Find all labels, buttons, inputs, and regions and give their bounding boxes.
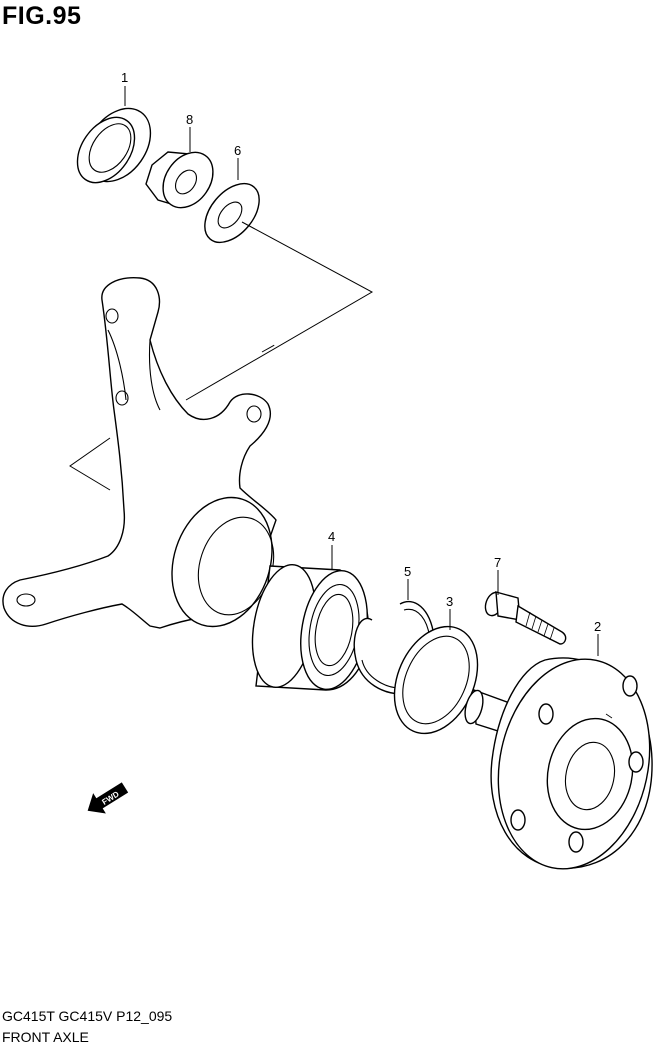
group-name: FRONT AXLE <box>2 1029 89 1045</box>
steering-knuckle[interactable] <box>2 277 288 640</box>
forward-arrow-icon: FWD <box>87 782 129 814</box>
callout-7: 7 <box>494 555 501 570</box>
callout-4: 4 <box>328 529 335 544</box>
callout-3: 3 <box>446 594 453 609</box>
part-4-wheel-bearing[interactable] <box>244 560 376 695</box>
part-8-hub-nut[interactable] <box>145 143 223 217</box>
callout-6: 6 <box>234 143 241 158</box>
figure-title: FIG.95 <box>2 2 82 30</box>
callout-1: 1 <box>121 70 128 85</box>
callout-8: 8 <box>186 112 193 127</box>
part-6-washer[interactable] <box>194 173 270 252</box>
callout-2: 2 <box>594 619 601 634</box>
model-line: GC415T GC415V P12_095 <box>2 1008 173 1024</box>
part-1-dust-cap[interactable] <box>66 96 164 194</box>
part-7-hub-bolt[interactable] <box>482 590 567 645</box>
part-2-wheel-hub[interactable] <box>462 645 657 883</box>
callout-5: 5 <box>404 564 411 579</box>
